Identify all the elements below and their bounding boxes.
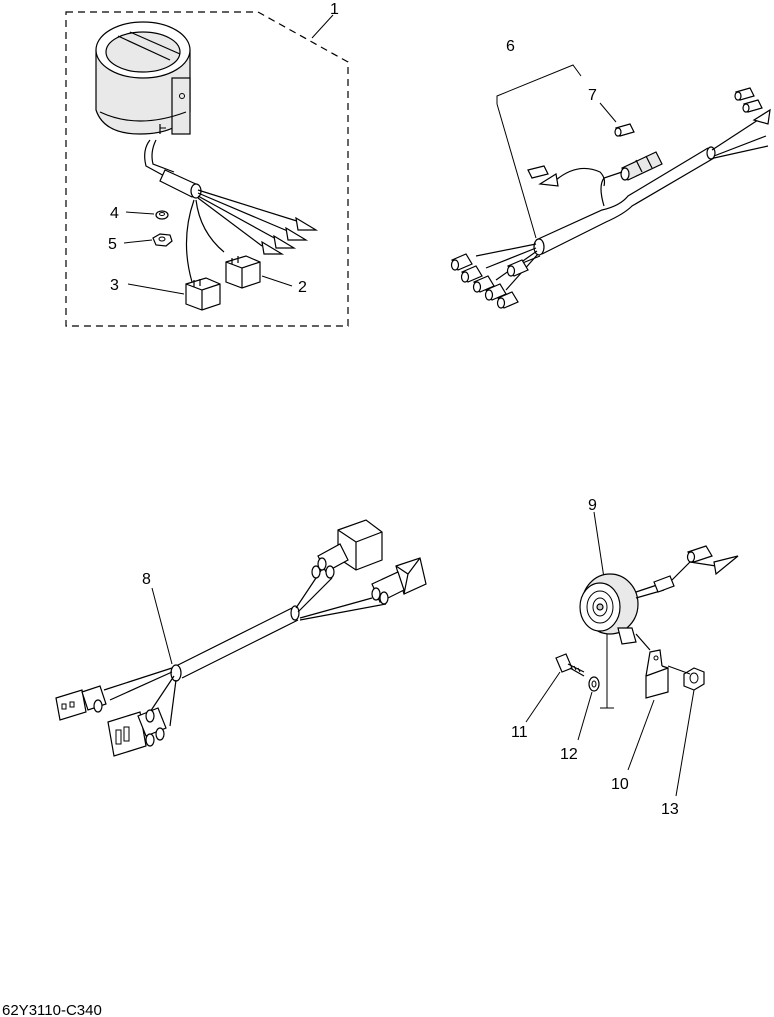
connector-ext-top bbox=[311, 519, 383, 579]
washer bbox=[588, 676, 600, 692]
label-part-6: 6 bbox=[506, 38, 515, 55]
buzzer-group bbox=[525, 511, 739, 797]
label-part-13: 13 bbox=[661, 801, 679, 818]
extension-harness-group bbox=[55, 519, 427, 757]
label-part-11: 11 bbox=[511, 724, 528, 741]
leader-1 bbox=[311, 14, 334, 39]
leader-3 bbox=[127, 283, 185, 295]
label-part-10: 10 bbox=[611, 776, 629, 793]
connector-a bbox=[225, 255, 261, 289]
meter-assembly-group bbox=[65, 11, 349, 327]
label-part-5: 5 bbox=[108, 236, 117, 253]
bracket bbox=[645, 649, 669, 699]
leader-8 bbox=[151, 587, 173, 665]
meter-gauge bbox=[95, 21, 191, 135]
leader-13 bbox=[675, 689, 695, 797]
label-part-2: 2 bbox=[298, 279, 307, 296]
label-part-3: 3 bbox=[110, 277, 119, 294]
fuse bbox=[614, 123, 635, 137]
meter-harness bbox=[144, 139, 319, 283]
spare-terminal bbox=[527, 165, 606, 187]
leader-4 bbox=[125, 211, 155, 215]
label-part-8: 8 bbox=[142, 571, 151, 588]
leader-11 bbox=[525, 671, 561, 723]
label-part-7: 7 bbox=[588, 87, 597, 104]
leader-10 bbox=[627, 699, 655, 771]
washer-small bbox=[155, 210, 169, 220]
label-part-1: 1 bbox=[330, 1, 339, 18]
label-part-12: 12 bbox=[560, 746, 578, 763]
leader-5 bbox=[123, 239, 153, 244]
nut-small bbox=[152, 233, 173, 247]
leader-12 bbox=[577, 691, 593, 741]
fuse-holder bbox=[600, 151, 663, 207]
harness-bracket bbox=[496, 64, 582, 239]
label-part-9: 9 bbox=[588, 497, 597, 514]
leader-7 bbox=[599, 102, 617, 123]
screw bbox=[555, 653, 585, 677]
connector-ext-right bbox=[371, 557, 427, 605]
meter-assembly-boundary bbox=[65, 11, 349, 327]
leader-9 bbox=[593, 511, 605, 579]
diagram-code: 62Y3110-C340 bbox=[2, 1002, 102, 1017]
wire-harness-group bbox=[450, 64, 771, 309]
connector-ext-bottom bbox=[107, 707, 167, 757]
connector-ext-left bbox=[55, 685, 107, 721]
leader-2 bbox=[261, 275, 293, 287]
connector-b bbox=[185, 277, 221, 311]
label-part-4: 4 bbox=[110, 205, 119, 222]
buzzer bbox=[579, 573, 651, 651]
nut bbox=[683, 667, 705, 691]
